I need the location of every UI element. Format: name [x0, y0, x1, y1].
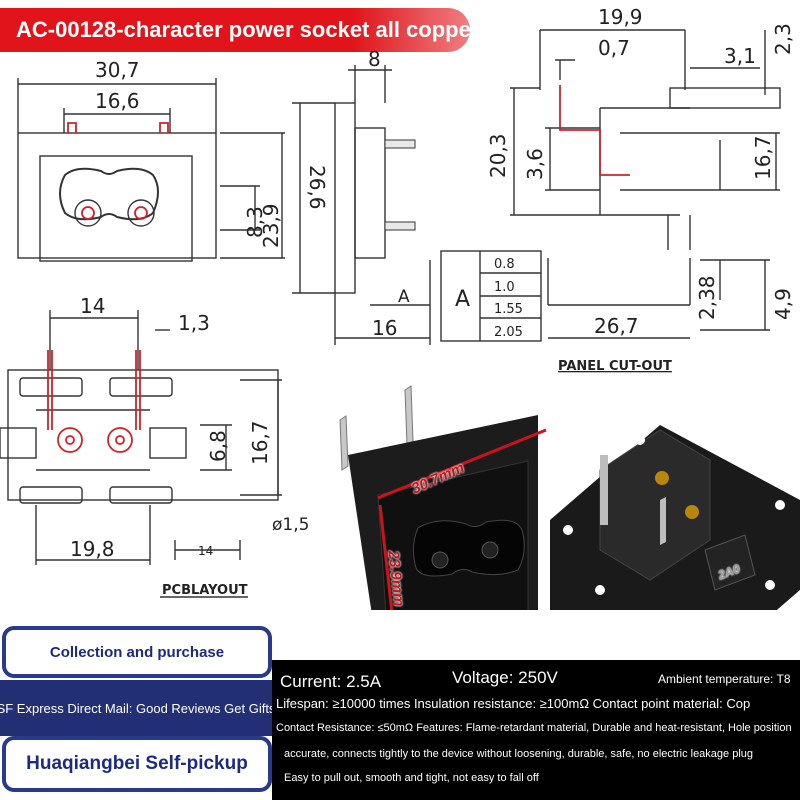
dim-side-height: 26,6: [305, 165, 329, 210]
dim-right-g: 2,38: [695, 275, 719, 320]
dim-panel-width: 26,7: [594, 314, 639, 338]
table-row-1: 0.8: [494, 257, 515, 272]
technical-drawings: 30,7 16,6 8,3 23,9 8 26,6 16 A 19,9 0,7 …: [0, 5, 800, 610]
self-pickup-button[interactable]: Huaqiangbei Self-pickup: [2, 736, 272, 792]
dim-hole: 8,3: [243, 206, 267, 238]
sf-express-banner[interactable]: SF Express Direct Mail: Good Reviews Get…: [0, 680, 276, 736]
dim-pcb-top: 14: [80, 294, 105, 318]
specs-panel: Current: 2.5A Voltage: 250V Ambient temp…: [272, 660, 800, 800]
dim-pcb-small: 14: [198, 544, 213, 558]
dim-pcb-height: 16,7: [248, 420, 272, 465]
dim-right-f: 16,7: [751, 135, 775, 180]
dim-pcb-inner: 6,8: [206, 430, 230, 462]
product-photo-front: [339, 385, 547, 610]
dim-pcb-dia: ø1,5: [272, 515, 309, 535]
sf-express-label: SF Express Direct Mail: Good Reviews Get…: [0, 700, 276, 716]
dim-pcb-top-small: 1,3: [178, 311, 210, 335]
spec-line-2: Lifespan: ≥10000 times Insulation resist…: [276, 696, 751, 711]
table-row-2: 1.0: [494, 280, 515, 295]
spec-line-5: Easy to pull out, smooth and tight, not …: [284, 772, 539, 784]
pcb-layout-label: PCBLAYOUT: [162, 583, 248, 598]
spec-voltage: Voltage: 250V: [452, 668, 558, 687]
dim-front-width: 30,7: [95, 58, 140, 82]
dim-right-top: 19,9: [598, 5, 643, 29]
spec-current: Current: 2.5A: [280, 672, 382, 691]
page-title: AC-00128-character power socket all copp…: [16, 17, 480, 42]
table-row-3: 1.55: [494, 302, 523, 317]
dim-right-d: 20,3: [486, 133, 510, 178]
front-view-inner: [39, 155, 193, 262]
dim-pcb-bottom: 19,8: [70, 537, 115, 561]
spec-ambient: Ambient temperature: T8: [658, 672, 791, 686]
table-row-4: 2.05: [494, 325, 523, 340]
table-label: A: [455, 287, 470, 312]
dim-height-outer: 23,9: [259, 203, 283, 248]
side-mark: A: [398, 287, 410, 307]
title-banner: AC-00128-character power socket all copp…: [0, 8, 479, 52]
dim-right-a: 0,7: [598, 36, 630, 60]
collection-purchase-button[interactable]: Collection and purchase: [2, 626, 272, 678]
panel-cutout-label: PANEL CUT-OUT: [558, 359, 672, 374]
spec-line-4: accurate, connects tightly to the device…: [284, 748, 754, 760]
dim-right-e: 3,6: [523, 148, 547, 180]
dim-pin-spacing: 16,6: [95, 89, 140, 113]
dim-right-b: 3,1: [724, 44, 756, 68]
dim-side-bottom: 16: [372, 316, 397, 340]
dim-right-h: 4,9: [771, 288, 795, 320]
product-photo-back: [550, 425, 800, 610]
self-pickup-label: Huaqiangbei Self-pickup: [26, 753, 248, 774]
spec-line-3: Contact Resistance: ≤50mΩ Features: Flam…: [276, 722, 792, 734]
collection-purchase-label: Collection and purchase: [49, 643, 225, 661]
dim-right-c: 2,3: [771, 23, 795, 55]
dim-side-top: 8: [368, 47, 381, 71]
front-view-outer: [17, 132, 217, 259]
